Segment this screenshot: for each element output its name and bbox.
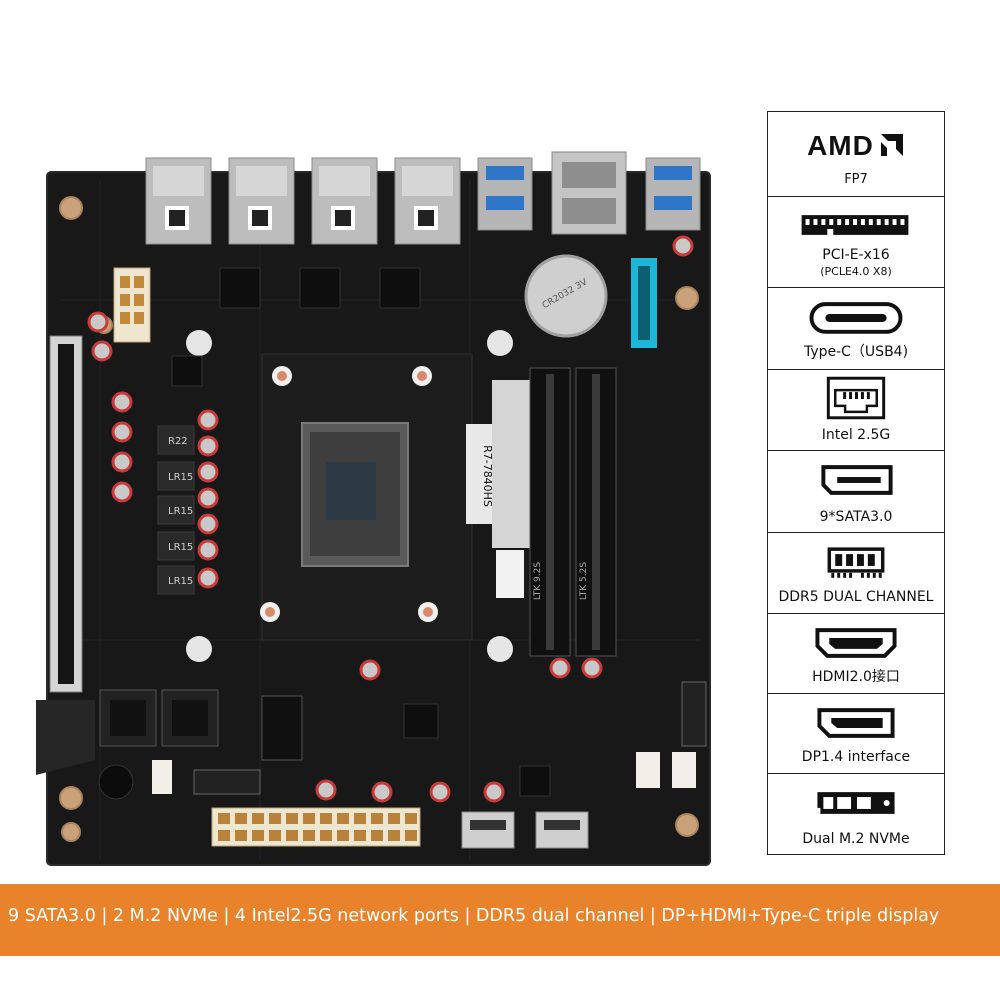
sata-ports: [99, 689, 219, 747]
memory-module-icon: [827, 547, 885, 578]
inductor-label: R22: [168, 436, 188, 447]
spec-cell-usbc: Type-C（USB4): [768, 287, 944, 369]
spec-cell-ddr5: DDR5 DUAL CHANNEL: [768, 532, 944, 613]
feature-banner: 9 SATA3.0 | 2 M.2 NVMe | 4 Intel2.5G net…: [0, 884, 1000, 956]
motherboard-photo: R22 LR15 LR15 LR15 LR15 R7-7840HS CR2032…: [36, 151, 711, 866]
cpu-die: [326, 462, 376, 520]
cpu-label: R7-7840HS: [481, 445, 494, 507]
hdmi-port-icon: [815, 628, 897, 658]
spec-label: HDMI2.0接口: [812, 669, 900, 685]
displayport-icon: [817, 708, 895, 738]
spec-sub: (PCLE4.0 X8): [820, 265, 892, 278]
spec-cell-amd: AMD FP7: [768, 112, 944, 196]
buzzer: [98, 764, 134, 800]
spec-cell-lan: Intel 2.5G: [768, 369, 944, 450]
sata-port-icon: [821, 465, 893, 495]
pcie-slot-icon: [801, 215, 909, 235]
spec-label: DDR5 DUAL CHANNEL: [778, 589, 934, 605]
m2-ssd-icon: [817, 792, 895, 814]
spec-label: Type-C（USB4): [803, 344, 909, 360]
dimm-label: LTK 9.2S: [533, 562, 543, 600]
ethernet-port-icon: [826, 376, 886, 420]
inductor-label: LR15: [168, 576, 193, 587]
dimm-label: LTK 5.2S: [579, 562, 589, 600]
inductor-label: LR15: [168, 506, 193, 517]
cmos-battery: [524, 254, 608, 338]
lan-ports: [145, 157, 461, 245]
usb-c-icon: [809, 302, 903, 334]
inductor-label: LR15: [168, 542, 193, 553]
spec-cell-m2: Dual M.2 NVMe: [768, 773, 944, 856]
feature-banner-text: 9 SATA3.0 | 2 M.2 NVMe | 4 Intel2.5G net…: [8, 906, 940, 926]
spec-label: Dual M.2 NVMe: [802, 831, 910, 847]
spec-panel: AMD FP7 PCI-E-x16 (PCLE4.0 X8) Type-C（US…: [767, 111, 945, 855]
amd-arrow-icon: [880, 134, 903, 156]
amd-logo: AMD: [807, 130, 874, 161]
spec-cell-sata: 9*SATA3.0: [768, 450, 944, 532]
spec-label: DP1.4 interface: [801, 749, 911, 765]
spec-cell-hdmi: HDMI2.0接口: [768, 613, 944, 693]
m2-slot: [261, 695, 303, 761]
spec-cell-dp: DP1.4 interface: [768, 693, 944, 773]
inductor-label: LR15: [168, 472, 193, 483]
spec-label: PCI-E-x16: [822, 247, 890, 263]
spec-label: 9*SATA3.0: [819, 509, 893, 525]
spec-label: Intel 2.5G: [821, 427, 891, 443]
spec-cell-pcie: PCI-E-x16 (PCLE4.0 X8): [768, 196, 944, 287]
spec-sub: FP7: [844, 172, 868, 187]
cpu-power-connector: [113, 267, 151, 343]
